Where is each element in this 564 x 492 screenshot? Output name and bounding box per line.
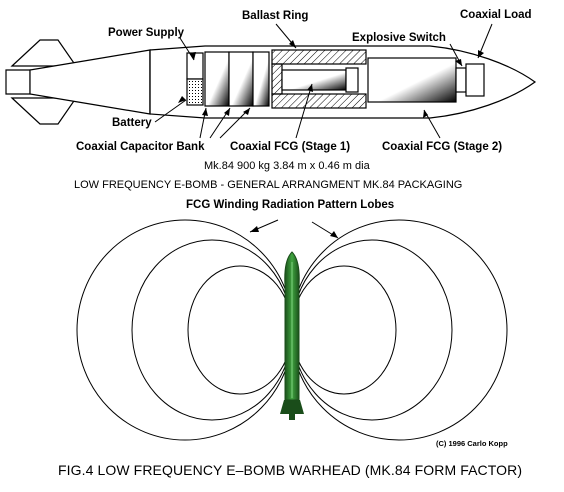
label-battery: Battery: [112, 117, 152, 129]
ballast-ring-lower: [271, 93, 367, 109]
ballast-ring-upper: [271, 49, 367, 65]
bomb-cutaway: [5, 39, 537, 125]
arrowheads: [178, 40, 484, 238]
capacitor-cell-3: [252, 51, 270, 107]
lobe-left-middle: [131, 239, 293, 421]
caption-arrangement: LOW FREQUENCY E-BOMB - GENERAL ARRANGMEN…: [74, 179, 463, 191]
figure-title: FIG.4 LOW FREQUENCY E–BOMB WARHEAD (MK.8…: [58, 462, 523, 478]
explosive-switch-block: [455, 67, 467, 93]
lobe-left-outer: [76, 219, 294, 441]
label-coaxial-fcg-stage2: Coaxial FCG (Stage 2): [382, 141, 503, 153]
label-coaxial-load: Coaxial Load: [460, 9, 532, 21]
lobe-right-middle: [291, 239, 453, 421]
fcg-stage2-core: [367, 57, 457, 103]
lobe-left-inner: [187, 265, 293, 395]
tail-fin-upper: [10, 39, 78, 67]
bomb-top-view: [280, 251, 304, 420]
label-radiation-lobes: FCG Winding Radiation Pattern Lobes: [186, 199, 395, 211]
lobe-right-inner: [291, 265, 397, 395]
copyright-notice: (C) 1996 Carlo Kopp: [436, 439, 508, 448]
capacitor-cell-2: [228, 51, 254, 107]
tail-fin-center: [5, 69, 31, 95]
tail-fin-lower: [10, 97, 78, 125]
label-coaxial-fcg-stage1: Coaxial FCG (Stage 1): [230, 141, 351, 153]
ballast-ring-left: [271, 63, 283, 95]
caption-dimensions: Mk.84 900 kg 3.84 m x 0.46 m dia: [204, 160, 370, 172]
fcg-stage1-core: [281, 69, 347, 91]
label-explosive-switch: Explosive Switch: [352, 32, 446, 44]
capacitor-cell-1: [204, 51, 230, 107]
label-power-supply: Power Supply: [108, 27, 185, 39]
lobe-right-outer: [290, 219, 508, 441]
label-ballast-ring: Ballast Ring: [242, 10, 309, 22]
power-supply-compartment: [186, 52, 204, 80]
coaxial-load-block: [465, 63, 485, 97]
label-coaxial-capacitor-bank: Coaxial Capacitor Bank: [76, 141, 205, 153]
